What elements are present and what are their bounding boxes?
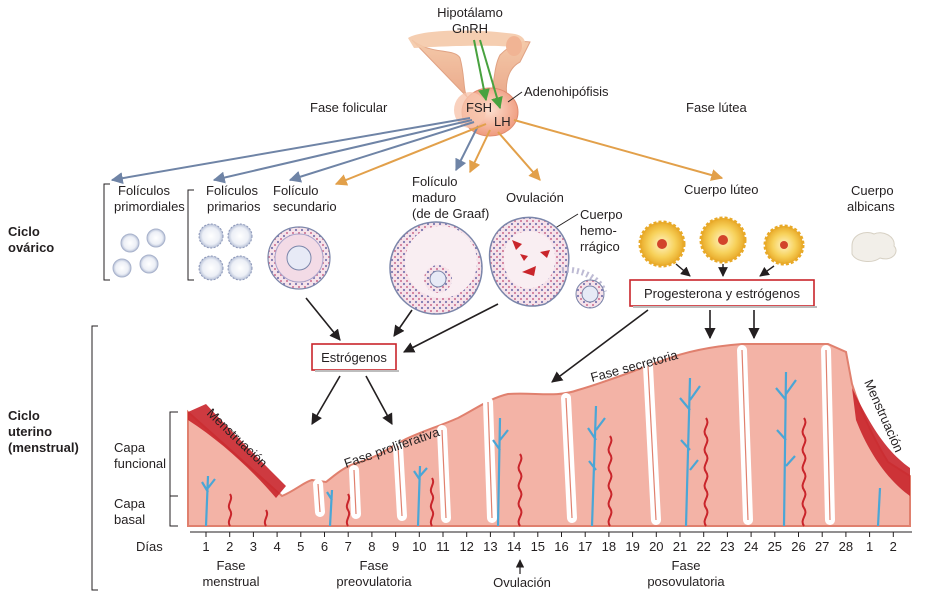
stage-corpus-luteum: Cuerpo lúteo bbox=[684, 182, 758, 197]
adenohypophysis-leader bbox=[507, 91, 523, 103]
fsh-arrows bbox=[110, 117, 479, 185]
uterine-title-3: (menstrual) bbox=[8, 440, 79, 455]
day-number: 10 bbox=[412, 539, 426, 554]
lh-arrows bbox=[334, 119, 724, 186]
day-number: 6 bbox=[321, 539, 328, 554]
day-number: 8 bbox=[368, 539, 375, 554]
day-number: 2 bbox=[226, 539, 233, 554]
day-number: 15 bbox=[531, 539, 545, 554]
luteal-phase-label: Fase lútea bbox=[686, 100, 747, 115]
day-number: 25 bbox=[768, 539, 782, 554]
hemorrhagic-1: Cuerpo bbox=[580, 207, 623, 222]
day-number: 19 bbox=[625, 539, 639, 554]
basal-layer-1: Capa bbox=[114, 496, 146, 511]
basal-layer-2: basal bbox=[114, 512, 145, 527]
day-number: 9 bbox=[392, 539, 399, 554]
adenohypophysis-label: Adenohipófisis bbox=[524, 84, 609, 99]
stage-ovulation: Ovulación bbox=[506, 190, 564, 205]
gnrh-arrow-fsh bbox=[473, 39, 490, 102]
secondary-follicle bbox=[267, 226, 331, 290]
lh-label: LH bbox=[494, 114, 511, 129]
stage-mature-3: (de de Graaf) bbox=[412, 206, 489, 221]
ovarian-cycle-title-2: ovárico bbox=[8, 240, 54, 255]
hypothalamus-pituitary bbox=[408, 30, 531, 137]
stage-mature-2: maduro bbox=[412, 190, 456, 205]
bottom-preovulatory-2: preovulatoria bbox=[336, 574, 412, 589]
uterine-title-1: Ciclo bbox=[8, 408, 40, 423]
progesterone-box: Progesterona y estrógenos bbox=[629, 279, 817, 308]
functional-layer-1: Capa bbox=[114, 440, 146, 455]
estrogen-label: Estrógenos bbox=[321, 350, 387, 365]
primordial-bracket bbox=[103, 183, 110, 281]
bottom-menstrual-1: Fase bbox=[217, 558, 246, 573]
primary-bracket bbox=[187, 189, 194, 281]
day-number: 1 bbox=[202, 539, 209, 554]
hemorrhagic-2: hemo- bbox=[580, 223, 617, 238]
gnrh-arrow-lh bbox=[479, 39, 503, 110]
day-number: 13 bbox=[483, 539, 497, 554]
day-number: 1 bbox=[866, 539, 873, 554]
endometrium bbox=[187, 342, 911, 527]
stage-mature-1: Folículo bbox=[412, 174, 458, 189]
stage-albicans-2: albicans bbox=[847, 199, 895, 214]
day-number: 3 bbox=[250, 539, 257, 554]
stage-secondary-2: secundario bbox=[273, 199, 337, 214]
day-number: 28 bbox=[839, 539, 853, 554]
gnrh-label: GnRH bbox=[452, 21, 488, 36]
day-number: 24 bbox=[744, 539, 758, 554]
functional-layer-2: funcional bbox=[114, 456, 166, 471]
bottom-menstrual-2: menstrual bbox=[202, 574, 259, 589]
corpus-luteum-group bbox=[638, 216, 805, 268]
layer-bracket bbox=[169, 411, 178, 527]
day-number: 12 bbox=[459, 539, 473, 554]
day-number: 26 bbox=[791, 539, 805, 554]
stage-primordial-1: Folículos bbox=[118, 183, 171, 198]
days-label: Días bbox=[136, 539, 163, 554]
follicular-phase-label: Fase folicular bbox=[310, 100, 388, 115]
corpus-albicans bbox=[851, 232, 897, 262]
estrogen-box: Estrógenos bbox=[311, 343, 399, 372]
stage-secondary-1: Folículo bbox=[273, 183, 319, 198]
cl-arrows bbox=[675, 263, 775, 277]
day-number: 21 bbox=[673, 539, 687, 554]
day-number: 22 bbox=[696, 539, 710, 554]
ovulation-follicle bbox=[488, 216, 607, 309]
fsh-label: FSH bbox=[466, 100, 492, 115]
stage-albicans-1: Cuerpo bbox=[851, 183, 894, 198]
day-number: 11 bbox=[436, 539, 450, 554]
day-number: 17 bbox=[578, 539, 592, 554]
follicle-estrogen-arrows bbox=[305, 297, 499, 425]
primordial-follicles bbox=[112, 228, 166, 278]
day-number: 2 bbox=[890, 539, 897, 554]
bottom-preovulatory-1: Fase bbox=[360, 558, 389, 573]
day-number: 4 bbox=[273, 539, 280, 554]
day-number: 5 bbox=[297, 539, 304, 554]
uterine-title-2: uterino bbox=[8, 424, 52, 439]
stage-primary-2: primarios bbox=[207, 199, 261, 214]
graafian-follicle bbox=[389, 221, 483, 315]
day-number: 7 bbox=[345, 539, 352, 554]
bottom-postovulatory-2: posovulatoria bbox=[647, 574, 725, 589]
ovarian-cycle-title-1: Ciclo bbox=[8, 224, 40, 239]
day-number: 18 bbox=[602, 539, 616, 554]
uterine-bracket bbox=[91, 325, 98, 591]
bottom-postovulatory-1: Fase bbox=[672, 558, 701, 573]
progesterone-label: Progesterona y estrógenos bbox=[644, 286, 801, 301]
hemorrhagic-3: rrágico bbox=[580, 239, 620, 254]
primary-follicles bbox=[198, 223, 253, 281]
stage-primordial-2: primordiales bbox=[114, 199, 185, 214]
hypothalamus-label: Hipotálamo bbox=[437, 5, 503, 20]
day-number: 23 bbox=[720, 539, 734, 554]
day-number: 14 bbox=[507, 539, 521, 554]
progesterone-uterus-arrows bbox=[551, 309, 760, 383]
day-number: 27 bbox=[815, 539, 829, 554]
day-number: 20 bbox=[649, 539, 663, 554]
bottom-ovulation: Ovulación bbox=[493, 575, 551, 590]
day-number: 16 bbox=[554, 539, 568, 554]
stage-primary-1: Folículos bbox=[206, 183, 259, 198]
